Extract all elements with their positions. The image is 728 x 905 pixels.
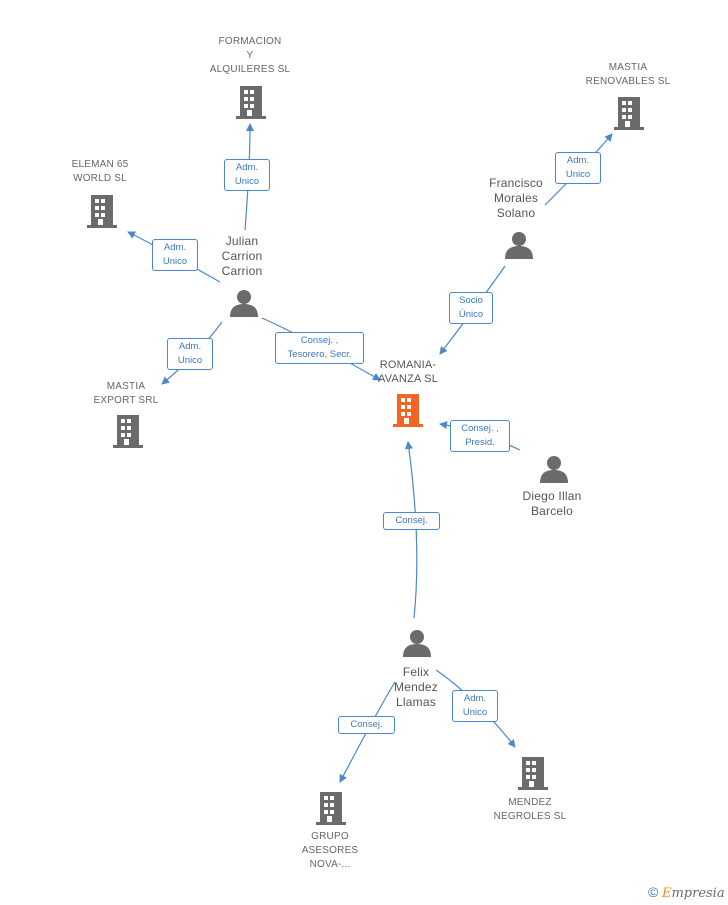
node-label-felix[interactable]: Felix Mendez Llamas bbox=[394, 665, 438, 709]
node-label-diego[interactable]: Diego Illan Barcelo bbox=[522, 489, 582, 518]
node-label-formacion[interactable]: FORMACION Y ALQUILERES SL bbox=[209, 36, 291, 75]
person-icon-julian[interactable] bbox=[230, 290, 258, 317]
node-label-eleman[interactable]: ELEMAN 65 WORLD SL bbox=[71, 159, 129, 184]
node-label-julian[interactable]: Julian Carrion Carrion bbox=[221, 234, 263, 278]
person-icon-felix[interactable] bbox=[403, 630, 431, 657]
edge-felix-romania bbox=[404, 441, 418, 619]
building-icon-mastia-export[interactable] bbox=[113, 415, 143, 448]
edge-label-julian-mastia-export[interactable]: Adm. Unico bbox=[167, 338, 213, 370]
brand-first-letter: E bbox=[661, 886, 672, 901]
building-icon-romania[interactable] bbox=[393, 394, 423, 427]
node-label-mastia-export[interactable]: MASTIA EXPORT SRL bbox=[93, 381, 159, 406]
building-icon-mendez-negroles[interactable] bbox=[518, 757, 548, 790]
node-label-grupo[interactable]: GRUPO ASESORES NOVA-... bbox=[301, 831, 359, 870]
person-icon-diego[interactable] bbox=[540, 456, 568, 483]
node-label-mendez-negroles[interactable]: MENDEZ NEGROLES SL bbox=[493, 797, 567, 822]
person-icon-francisco[interactable] bbox=[505, 232, 533, 259]
edge-label-felix-grupo[interactable]: Consej. bbox=[338, 716, 395, 734]
copyright-icon: © bbox=[648, 884, 659, 900]
node-label-francisco[interactable]: Francisco Morales Solano bbox=[489, 176, 543, 220]
brand-rest: mpresia bbox=[671, 886, 725, 901]
node-label-romania[interactable]: ROMANIA- AVANZA SL bbox=[377, 359, 439, 385]
building-icon-formacion[interactable] bbox=[236, 86, 266, 119]
building-icon-eleman[interactable] bbox=[87, 195, 117, 228]
edge-label-julian-eleman[interactable]: Adm. Unico bbox=[152, 239, 198, 271]
edge-label-felix-romania[interactable]: Consej. bbox=[383, 512, 440, 530]
edge-label-julian-romania[interactable]: Consej. , Tesorero, Secr. bbox=[275, 332, 364, 364]
building-icon-grupo[interactable] bbox=[316, 792, 346, 825]
edge-label-diego-romania[interactable]: Consej. , Presid. bbox=[450, 420, 510, 452]
edge-label-francisco-mastia-renovables[interactable]: Adm. Unico bbox=[555, 152, 601, 184]
node-label-mastia-renovables[interactable]: MASTIA RENOVABLES SL bbox=[585, 62, 671, 87]
edge-label-felix-mendez-negroles[interactable]: Adm. Unico bbox=[452, 690, 498, 722]
edge-label-francisco-romania[interactable]: Socio Único bbox=[449, 292, 493, 324]
brand-logo: Empresia bbox=[662, 886, 725, 901]
footer-brand: © Empresia bbox=[648, 884, 725, 901]
edge-label-julian-formacion[interactable]: Adm. Unico bbox=[224, 159, 270, 191]
building-icon-mastia-renovables[interactable] bbox=[614, 97, 644, 130]
